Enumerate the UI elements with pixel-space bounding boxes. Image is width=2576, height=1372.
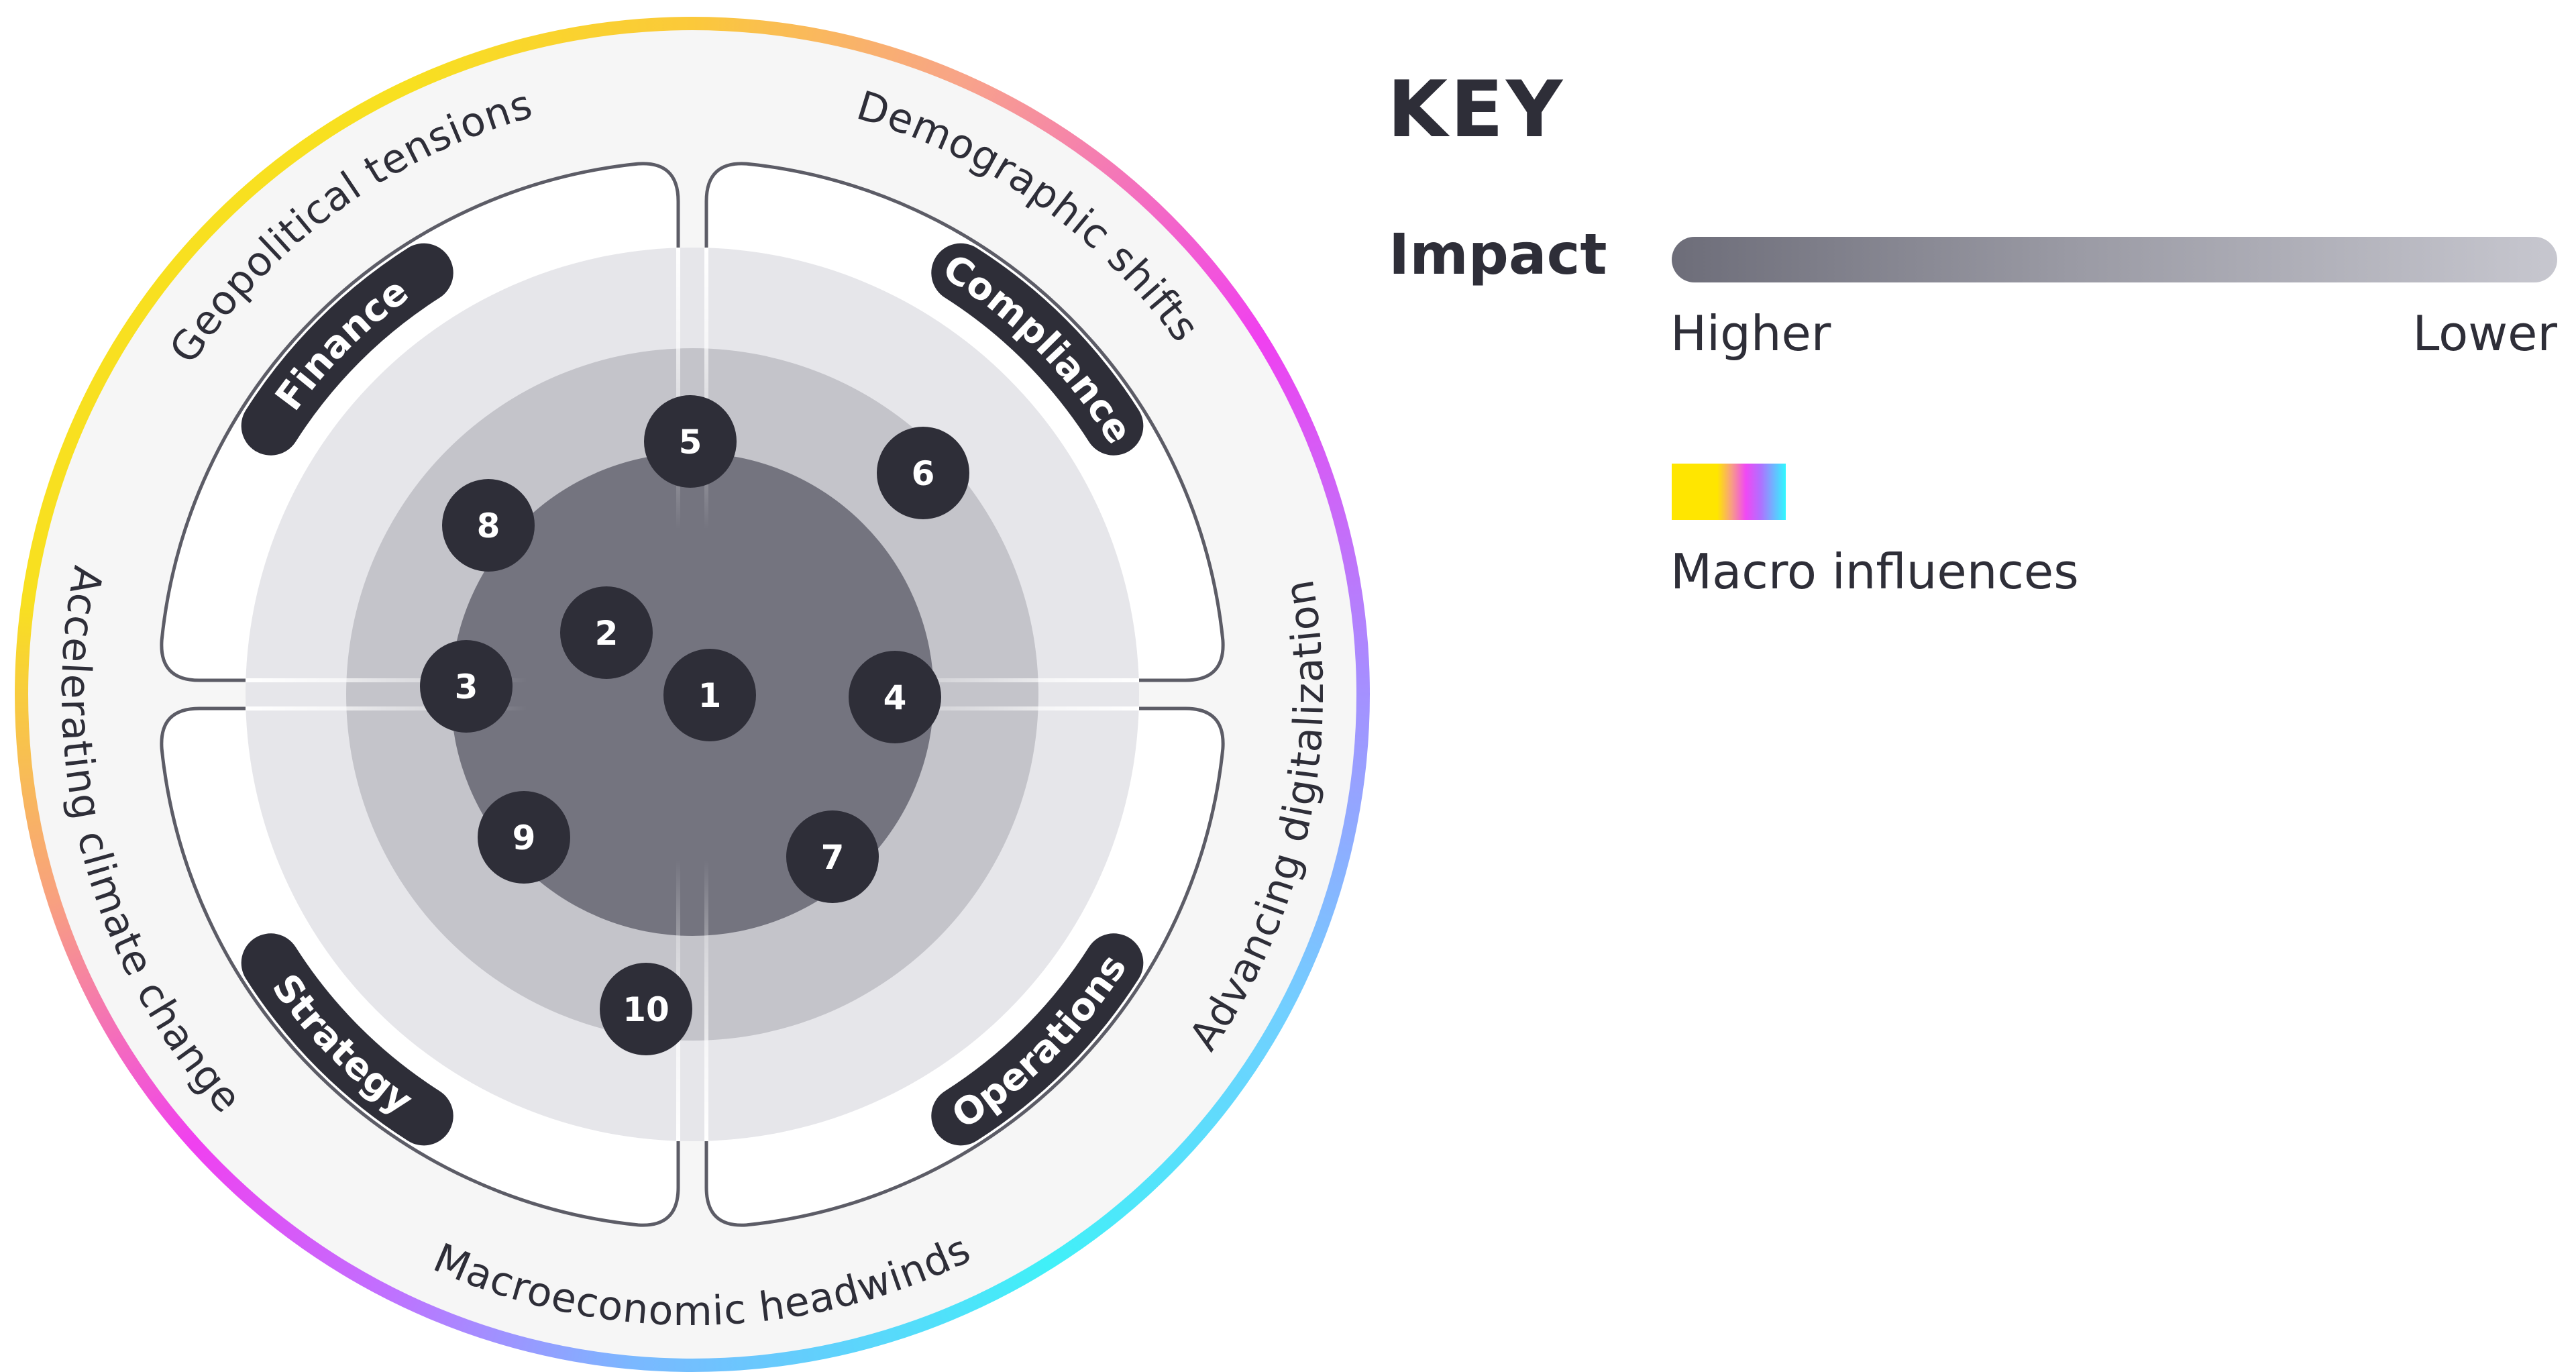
- risk-marker-number: 2: [595, 614, 619, 653]
- risk-marker-circle[interactable]: [644, 395, 737, 488]
- macro-influence-text: Macroeconomic headwinds: [427, 1226, 977, 1335]
- divider-line: [246, 706, 527, 710]
- risk-marker-7[interactable]: 7: [786, 810, 879, 903]
- risk-marker-circle[interactable]: [877, 427, 969, 519]
- divider-line: [676, 248, 680, 529]
- risk-marker-8[interactable]: 8: [442, 479, 535, 572]
- key-title: KEY: [1387, 64, 1566, 155]
- segment-pill: [241, 933, 453, 1146]
- risk-marker-5[interactable]: 5: [644, 395, 737, 488]
- risk-marker-number: 3: [455, 668, 478, 706]
- impact-label: Impact: [1389, 221, 1607, 287]
- divider-line: [857, 706, 1139, 710]
- macro-influences-swatch: [1672, 464, 1786, 520]
- risk-marker-number: 5: [679, 423, 702, 462]
- risk-marker-number: 8: [477, 507, 500, 545]
- divider-line: [704, 859, 708, 1141]
- segment-pill: [241, 243, 453, 456]
- risk-marker-circle[interactable]: [560, 586, 653, 679]
- impact-gradient-bar: [1672, 237, 2557, 282]
- risk-marker-circle[interactable]: [478, 791, 570, 884]
- risk-markers: 1 2 3 4 5 6 7 8 9 10: [420, 395, 969, 1055]
- risk-marker-circle[interactable]: [663, 649, 756, 741]
- divider-line: [857, 678, 1139, 682]
- macro-influences-label: Macro influences: [1670, 543, 2079, 600]
- risk-marker-number: 10: [623, 990, 669, 1029]
- risk-marker-1[interactable]: 1: [663, 649, 756, 741]
- risk-marker-number: 1: [698, 676, 722, 715]
- divider-line: [246, 678, 527, 682]
- risk-marker-3[interactable]: 3: [420, 640, 513, 733]
- risk-marker-4[interactable]: 4: [849, 651, 941, 743]
- risk-marker-circle[interactable]: [442, 479, 535, 572]
- risk-marker-number: 7: [821, 838, 845, 877]
- impact-lower-label: Lower: [2412, 305, 2557, 362]
- risk-marker-number: 4: [883, 678, 907, 717]
- macro-influence-label: Macroeconomic headwinds: [427, 1226, 977, 1335]
- risk-marker-circle[interactable]: [786, 810, 879, 903]
- segment-pill: [931, 243, 1144, 456]
- risk-marker-circle[interactable]: [849, 651, 941, 743]
- risk-marker-6[interactable]: 6: [877, 427, 969, 519]
- risk-marker-number: 9: [513, 819, 536, 857]
- segment-pill: [931, 933, 1144, 1146]
- divider-line: [704, 248, 708, 529]
- risk-marker-circle[interactable]: [600, 963, 692, 1055]
- risk-marker-9[interactable]: 9: [478, 791, 570, 884]
- risk-marker-number: 6: [912, 454, 935, 493]
- risk-marker-2[interactable]: 2: [560, 586, 653, 679]
- risk-marker-circle[interactable]: [420, 640, 513, 733]
- impact-higher-label: Higher: [1670, 305, 1831, 362]
- risk-marker-10[interactable]: 10: [600, 963, 692, 1055]
